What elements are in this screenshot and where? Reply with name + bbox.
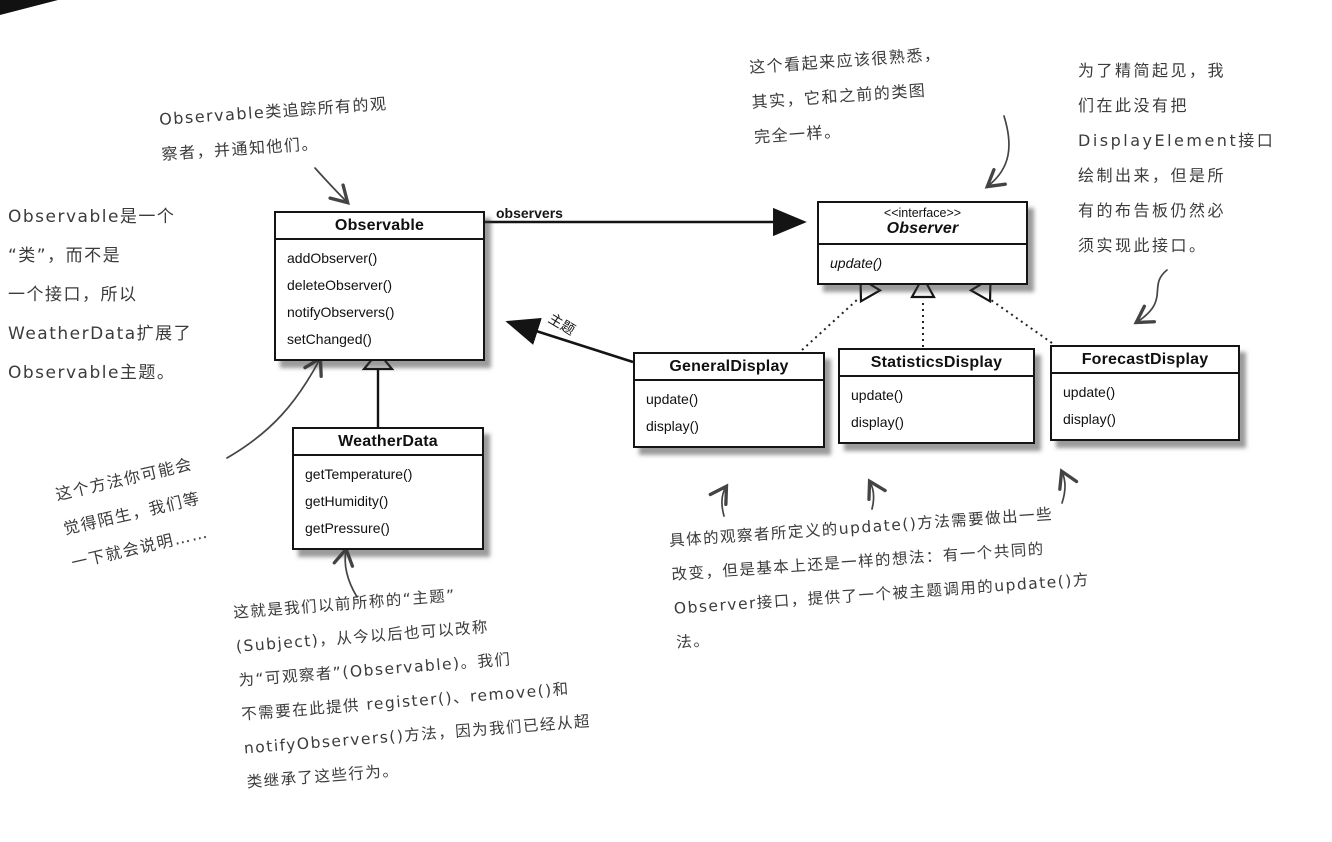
- class-methods-observable: addObserver() deleteObserver() notifyObs…: [276, 240, 483, 359]
- class-box-forecastdisplay: ForecastDisplay update() display(): [1050, 345, 1240, 441]
- method-getpressure: getPressure(): [305, 520, 390, 536]
- realization-line-general: [801, 298, 859, 351]
- class-box-observable: Observable addObserver() deleteObserver(…: [274, 211, 485, 361]
- class-box-statisticsdisplay: StatisticsDisplay update() display(): [838, 348, 1035, 444]
- method-observer-update: update(): [830, 255, 883, 271]
- class-methods-statisticsdisplay: update() display(): [840, 377, 1033, 442]
- sketch-arrow-to-statisticsdisplay: [867, 478, 887, 510]
- observers-edge-label: observers: [496, 205, 563, 221]
- method-gethumidity: getHumidity(): [305, 493, 389, 509]
- annotation-observable-tracks: Observable类追踪所有的观 察者，并通知他们。: [158, 94, 389, 164]
- class-title-statisticsdisplay: StatisticsDisplay: [840, 350, 1033, 377]
- method-addobserver: addObserver(): [287, 250, 378, 266]
- class-box-weatherdata: WeatherData getTemperature() getHumidity…: [292, 427, 484, 550]
- class-title-generaldisplay: GeneralDisplay: [635, 354, 823, 381]
- method-gettemperature: getTemperature(): [305, 466, 413, 482]
- annotation-setchanged-method: 这个方法你可能会 觉得陌生，我们等 一下就会说明……: [53, 454, 211, 573]
- method-statistics-update: update(): [851, 387, 904, 403]
- class-header-observer: <<interface>> Observer: [819, 203, 1026, 245]
- class-methods-generaldisplay: update() display(): [635, 381, 823, 446]
- class-box-observer: <<interface>> Observer update(): [817, 201, 1028, 285]
- class-title-forecastdisplay: ForecastDisplay: [1052, 347, 1238, 374]
- method-notifyobservers: notifyObservers(): [287, 304, 395, 320]
- method-general-display: display(): [646, 418, 699, 434]
- annotation-observable-is-class: Observable是一个 “类”，而不是 一个接口，所以 WeatherDat…: [8, 207, 193, 383]
- method-deleteobserver: deleteObserver(): [287, 277, 393, 293]
- sketch-arrow-topleft-to-observable: [314, 167, 350, 205]
- scan-artifact: [0, 0, 58, 15]
- class-methods-forecastdisplay: update() display(): [1052, 374, 1238, 439]
- class-title-observer: Observer: [886, 220, 959, 237]
- annotation-concrete-observers: 具体的观察者所定义的update()方法需要做出一些 改变，但是基本上还是一样的…: [668, 505, 1091, 652]
- class-methods-weatherdata: getTemperature() getHumidity() getPressu…: [294, 456, 482, 548]
- class-methods-observer: update(): [819, 245, 1026, 283]
- method-forecast-display: display(): [1063, 411, 1116, 427]
- class-box-generaldisplay: GeneralDisplay update() display(): [633, 352, 825, 448]
- annotation-subject-renamed: 这就是我们以前所称的“主题” (Subject)，从今以后也可以改称 为“可观察…: [232, 586, 592, 792]
- sketch-arrow-topright-to-forecast: [1133, 269, 1168, 325]
- method-forecast-update: update(): [1063, 384, 1116, 400]
- annotation-looks-familiar: 这个看起来应该很熟悉， 其实，它和之前的类图 完全一样。: [748, 44, 942, 147]
- class-title-observable: Observable: [276, 213, 483, 240]
- method-general-update: update(): [646, 391, 699, 407]
- subject-edge-label: 主题: [545, 309, 579, 339]
- annotation-display-element: 为了精简起见，我 们在此没有把 DisplayElement接口 绘制出来，但是…: [1078, 61, 1276, 255]
- class-title-weatherdata: WeatherData: [294, 429, 482, 456]
- method-statistics-display: display(): [851, 414, 904, 430]
- realization-line-forecast: [990, 299, 1053, 344]
- sketch-arrow-to-generaldisplay: [708, 483, 729, 517]
- method-setchanged: setChanged(): [287, 331, 372, 347]
- observer-stereotype: <<interface>>: [883, 206, 962, 220]
